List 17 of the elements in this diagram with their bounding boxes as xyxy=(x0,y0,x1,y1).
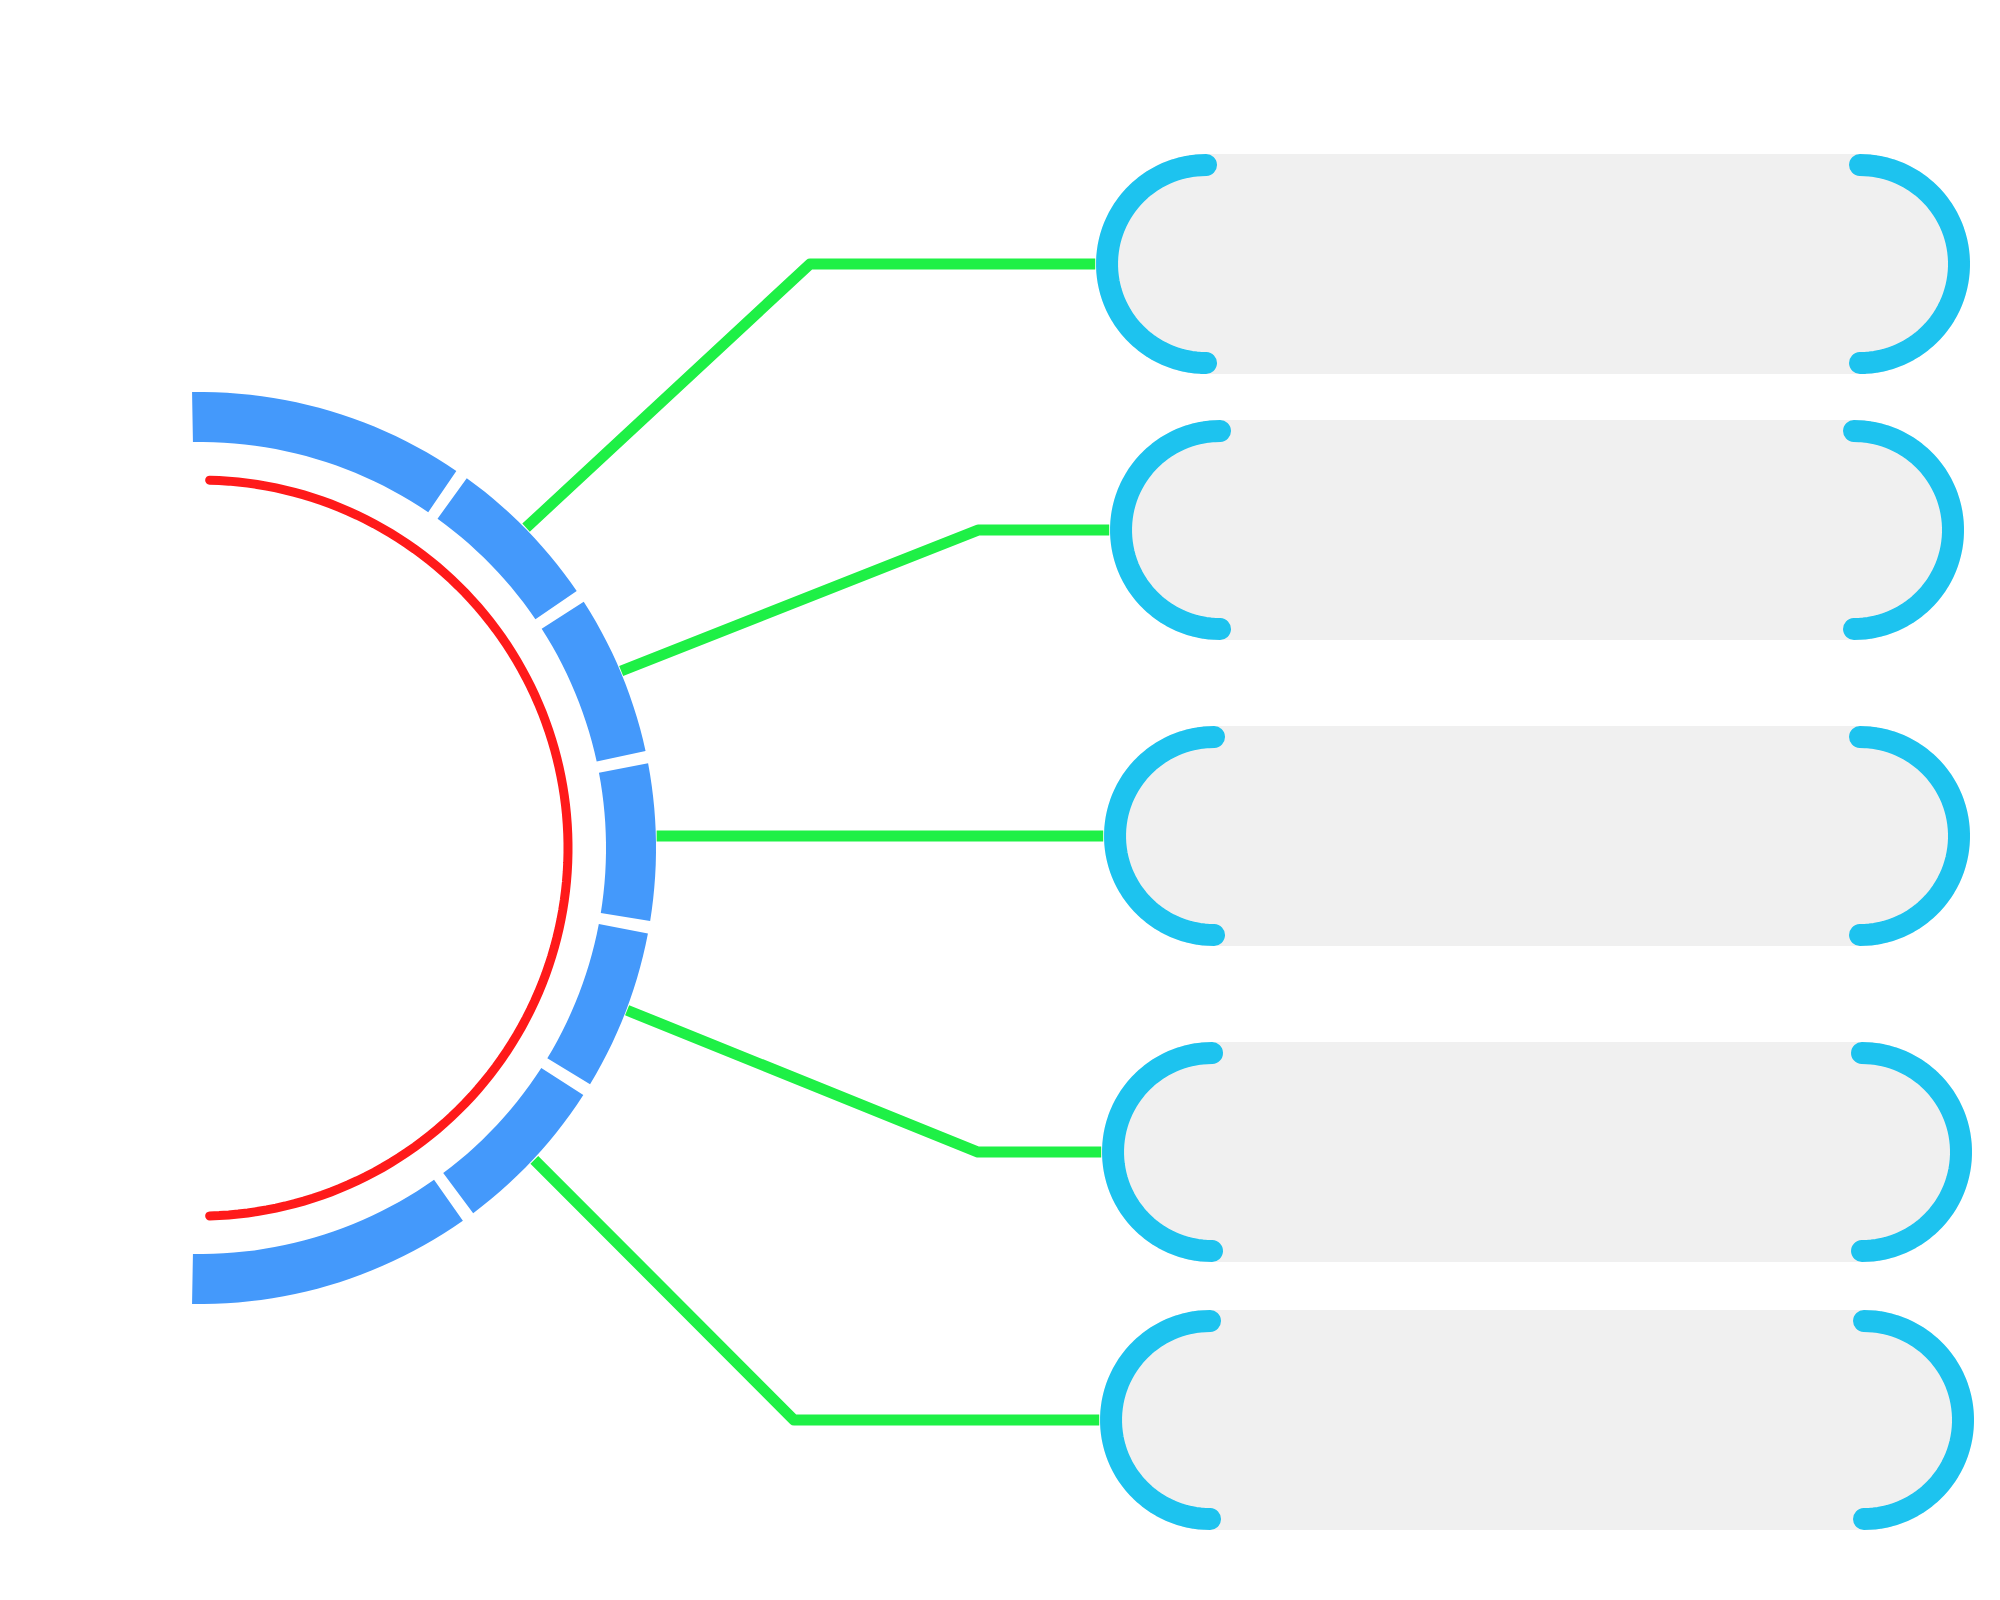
connector-line xyxy=(656,830,1104,842)
arc-segment xyxy=(443,1067,584,1214)
arc-segment xyxy=(547,924,648,1085)
arc-segment xyxy=(192,1179,463,1304)
arc-segment xyxy=(541,601,646,762)
connector-line xyxy=(619,524,1110,677)
connector-line xyxy=(530,1155,1100,1426)
arc-segment xyxy=(598,763,656,921)
rounded-box xyxy=(1100,1310,1974,1530)
rounded-box xyxy=(1104,726,1971,946)
rounded-box xyxy=(1096,154,1971,374)
rounded-box xyxy=(1110,420,1964,640)
connector-line xyxy=(625,1005,1102,1158)
arc-segment xyxy=(437,478,577,620)
rounded-box xyxy=(1102,1042,1972,1262)
arc-segment xyxy=(192,392,457,513)
connector-line xyxy=(522,258,1096,532)
